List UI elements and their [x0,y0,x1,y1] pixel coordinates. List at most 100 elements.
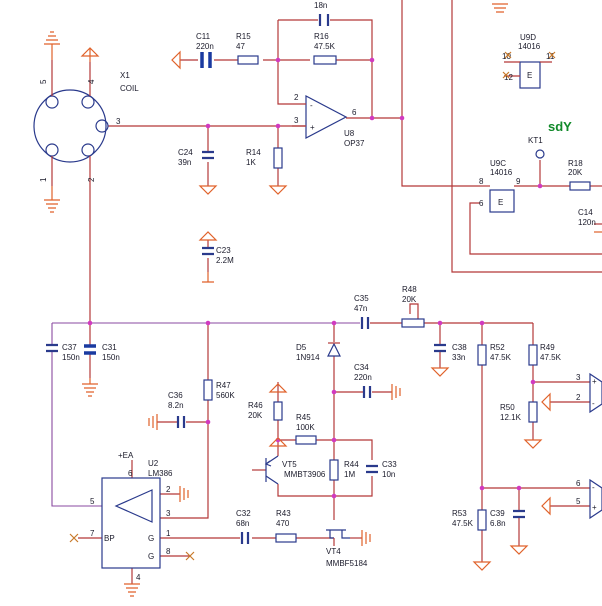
vt4-jfet: VT4 MMBF5184 [326,529,368,568]
u9d-switch: E U9D 14016 10 11 12 [502,33,556,89]
u8-pin6: 6 [352,108,357,117]
u2-pin7: 7 [90,529,95,538]
vt5-transistor: VT5 MMBT3906 [252,455,326,485]
power-arrow-icon [171,50,181,70]
d5-value: 1N914 [296,353,320,362]
power-arrow-icon [268,437,288,447]
r46-value: 20K [248,411,263,420]
coil-connector: X1 COIL 5 4 3 1 2 [33,60,139,186]
feedback-capacitor: 18n [314,1,330,26]
r44-value: 1M [344,470,355,479]
r18-value: 20K [568,168,583,177]
r50: R50 12.1K [500,401,538,423]
c36: C36 8.2n [168,391,186,428]
c35-value: 47n [354,304,367,313]
ground-icon [430,367,450,377]
sdy-label: sdY [548,119,572,134]
u2-pin5: 5 [90,497,95,506]
c36-value: 8.2n [168,401,184,410]
c24-ref: C24 [178,148,193,157]
c37: C37 150n [46,343,80,362]
ground-icon [523,439,543,449]
u8-value: OP37 [344,139,365,148]
r45: R45 100K [295,413,317,445]
ground-icon [44,186,60,213]
c38-value: 33n [452,353,465,362]
x1-pin3: 3 [116,117,121,126]
u8-pin2: 2 [294,93,299,102]
c31-ref: C31 [102,343,117,352]
r49-ref: R49 [540,343,555,352]
r47-value: 560K [216,391,235,400]
u9c-switch: E U9C 14016 8 9 6 [479,159,521,213]
ground-icon [198,185,218,195]
c31-value: 150n [102,353,120,362]
svg-text:E: E [498,198,503,207]
c34-ref: C34 [354,363,369,372]
d5-diode: D5 1N914 [296,342,341,362]
ground-icon [44,31,60,60]
r49: R49 47.5K [528,343,562,366]
r45-ref: R45 [296,413,311,422]
r53: R53 47.5K [452,509,487,531]
r47-ref: R47 [216,381,231,390]
c24-value: 39n [178,158,191,167]
c33-ref: C33 [382,460,397,469]
c35-ref: C35 [354,294,369,303]
opamp-r-pin5: 5 [576,497,581,506]
u9c-ref: U9C [490,159,506,168]
u2-pin4: 4 [136,573,141,582]
c11-value: 220n [196,42,214,51]
c14-ref: C14 [578,208,593,217]
r14: R14 1K [246,147,283,169]
r43: R43 470 [275,509,297,543]
r16-value: 47.5K [314,42,336,51]
c23: C23 2.2M [202,246,234,265]
r15-value: 47 [236,42,245,51]
c11: C11 220n [196,32,214,68]
vt5-value: MMBT3906 [284,470,326,479]
r46: R46 20K [248,401,283,421]
u9d-ref: U9D [520,33,536,42]
ground-icon [268,185,288,195]
u2-pin8: 8 [166,547,171,556]
u2-ref: U2 [148,459,159,468]
u9d-value: 14016 [518,42,541,51]
r48-potentiometer: R48 20K [401,285,425,328]
ground-icon [124,583,140,597]
c32: C32 68n [236,509,251,544]
ground-icon [148,414,158,430]
u2-pin6: 6 [128,469,133,478]
c34: C34 220n [354,363,372,398]
r48-value: 20K [402,295,417,304]
c33: C33 10n [366,460,397,479]
u2-pin2: 2 [166,485,171,494]
c35: C35 47n [354,294,369,329]
power-arrow-icon [268,383,288,393]
u2-g2: G [148,552,154,561]
ground-icon [391,384,401,400]
vt4-value: MMBF5184 [326,559,368,568]
r49-value: 47.5K [540,353,562,362]
x1-pin1: 1 [39,177,48,182]
c39-value: 6.8n [490,519,506,528]
r18-ref: R18 [568,159,583,168]
x1-name: COIL [120,84,139,93]
r44-ref: R44 [344,460,359,469]
r16-ref: R16 [314,32,329,41]
kt1-testpoint: KT1 [528,136,545,159]
c34-value: 220n [354,373,372,382]
c39: C39 6.8n [490,509,525,528]
r15-ref: R15 [236,32,251,41]
r48-ref: R48 [402,285,417,294]
c23-ref: C23 [216,246,231,255]
ground-icon [202,272,214,283]
ground-icon [509,545,529,555]
d5-ref: D5 [296,343,307,352]
vt4-ref: VT4 [326,547,341,556]
junctions [87,57,543,499]
right-opamp-a: 3 2 + - [576,372,602,414]
svg-text:-: - [592,483,595,492]
r50-ref: R50 [500,403,515,412]
u9c-pin9: 9 [516,177,521,186]
